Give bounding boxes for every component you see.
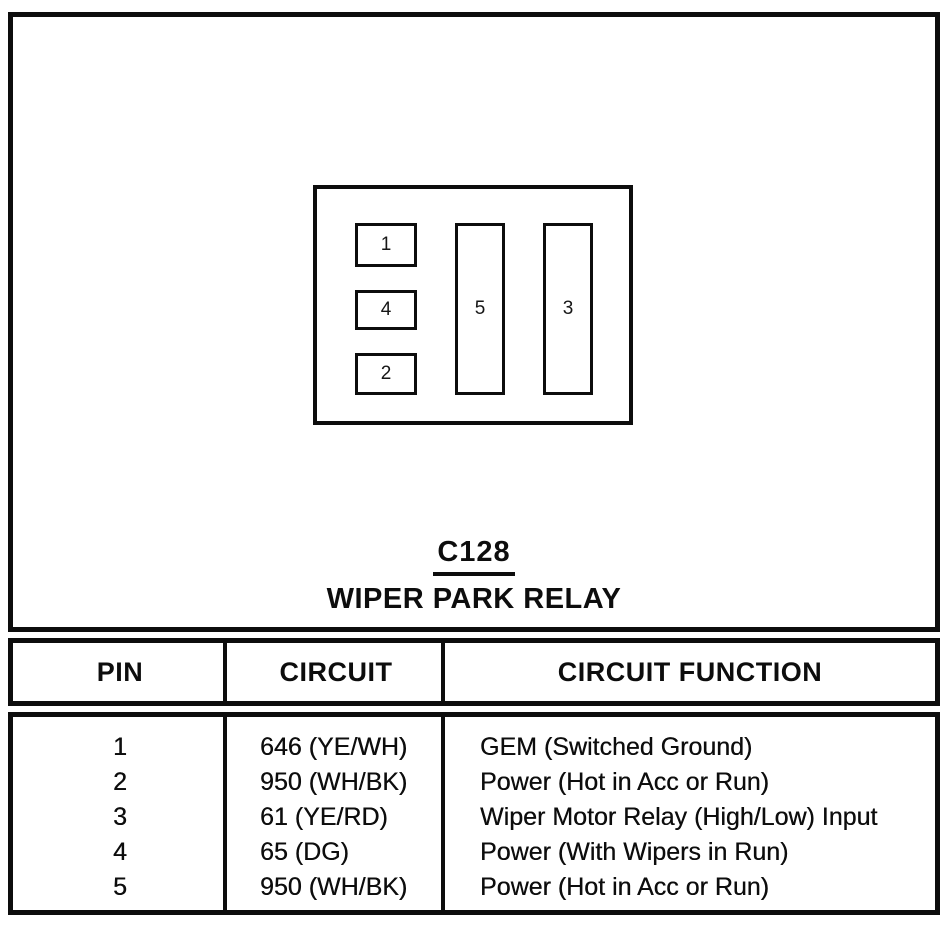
table-row: 4 65 (DG) Power (With Wipers in Run): [13, 835, 935, 870]
function-cell: GEM (Switched Ground): [480, 733, 753, 761]
pin-table-body: 1 646 (YE/WH) GEM (Switched Ground) 2 95…: [8, 712, 940, 915]
function-cell: Wiper Motor Relay (High/Low) Input: [480, 803, 878, 831]
cavity-label: 5: [474, 298, 486, 319]
header-cell-pin: PIN: [96, 656, 144, 687]
connector-cavity-3: 3: [543, 223, 593, 395]
function-cell: Power (Hot in Acc or Run): [480, 873, 769, 901]
cavity-label: 1: [380, 234, 392, 255]
cavity-label: 3: [562, 298, 574, 319]
cavity-label: 2: [380, 363, 392, 384]
connector-cavity-5: 5: [455, 223, 505, 395]
circuit-cell: 646 (YE/WH): [260, 733, 408, 761]
column-divider: [223, 717, 227, 910]
pin-cell: 3: [113, 803, 127, 831]
function-cell: Power (With Wipers in Run): [480, 838, 789, 866]
column-divider: [441, 717, 445, 910]
header-cell-circuit: CIRCUIT: [279, 656, 393, 687]
circuit-cell: 950 (WH/BK): [260, 873, 408, 901]
table-row: 1 646 (YE/WH) GEM (Switched Ground): [13, 730, 935, 765]
table-row: 5 950 (WH/BK) Power (Hot in Acc or Run): [13, 870, 935, 905]
connector-caption: C128 WIPER PARK RELAY: [13, 536, 935, 616]
pin-cell: 2: [113, 768, 127, 796]
header-cell-function: CIRCUIT FUNCTION: [557, 656, 823, 687]
diagram-panel: 1 4 2 5 3 C128 WIPER PARK RELAY: [8, 12, 940, 632]
connector-cavity-4: 4: [355, 290, 417, 330]
connector-cavity-2: 2: [355, 353, 417, 395]
table-rows: 1 646 (YE/WH) GEM (Switched Ground) 2 95…: [13, 717, 935, 905]
circuit-cell: 950 (WH/BK): [260, 768, 408, 796]
circuit-cell: 61 (YE/RD): [260, 803, 388, 831]
column-divider: [441, 643, 445, 701]
column-divider: [223, 643, 227, 701]
header-row: PIN CIRCUIT CIRCUIT FUNCTION: [13, 643, 935, 701]
cavity-label: 4: [380, 299, 392, 320]
circuit-cell: 65 (DG): [260, 838, 349, 866]
connector-id: C128: [433, 536, 515, 576]
pin-cell: 5: [113, 873, 127, 901]
connector-face-diagram: 1 4 2 5 3: [313, 185, 633, 425]
pin-table-header: PIN CIRCUIT CIRCUIT FUNCTION: [8, 638, 940, 706]
connector-name: WIPER PARK RELAY: [326, 582, 622, 615]
table-row: 2 950 (WH/BK) Power (Hot in Acc or Run): [13, 765, 935, 800]
function-cell: Power (Hot in Acc or Run): [480, 768, 769, 796]
pin-cell: 1: [113, 733, 127, 761]
pin-cell: 4: [113, 838, 127, 866]
table-row: 3 61 (YE/RD) Wiper Motor Relay (High/Low…: [13, 800, 935, 835]
connector-cavity-1: 1: [355, 223, 417, 267]
